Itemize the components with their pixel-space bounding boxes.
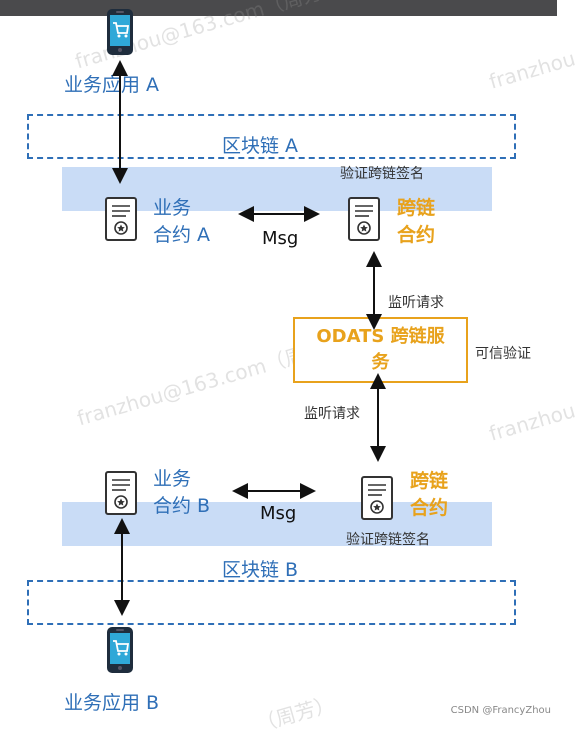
crosschain-contract-a-label: 跨链 合约 <box>397 195 435 249</box>
trusted-verification-label: 可信验证 <box>475 346 531 362</box>
phone-cart-icon <box>107 9 133 55</box>
contract-document-icon <box>105 197 137 241</box>
crosschain-contract-a-line1: 跨链 <box>397 197 436 219</box>
blockchain-a-label: 区块链 A <box>222 135 299 157</box>
footer-credit: CSDN @FrancyZhou <box>450 705 551 716</box>
contract-document-icon <box>361 476 393 520</box>
phone-cart-icon <box>107 627 133 673</box>
arrows-layer <box>112 60 386 616</box>
top-bar <box>0 0 557 16</box>
crosschain-contract-b-line1: 跨链 <box>410 470 449 492</box>
crosschain-contract-b-label: 跨链 合约 <box>410 468 448 522</box>
blockchain-b-box <box>27 580 516 625</box>
verify-signature-a-label: 验证跨链签名 <box>340 166 424 182</box>
odats-line2: 务 <box>371 352 390 373</box>
listen-request-b-label: 监听请求 <box>304 406 360 422</box>
app-b-label: 业务应用 B <box>64 692 160 714</box>
business-contract-a-line2: 合约 A <box>153 224 211 246</box>
listen-request-a-label: 监听请求 <box>388 295 444 311</box>
crosschain-contract-b-line2: 合约 <box>410 497 449 519</box>
business-contract-b-line1: 业务 <box>153 468 192 490</box>
contract-document-icon <box>105 471 137 515</box>
msg-a-label: Msg <box>262 228 299 249</box>
contract-document-icon <box>348 197 380 241</box>
business-contract-b-label: 业务 合约 B <box>153 466 210 520</box>
blockchain-a-box <box>27 114 516 159</box>
business-contract-a-line1: 业务 <box>153 197 192 219</box>
business-contract-a-label: 业务 合约 A <box>153 195 210 249</box>
verify-signature-b-label: 验证跨链签名 <box>346 532 430 548</box>
blockchain-b-label: 区块链 B <box>222 559 299 581</box>
msg-b-label: Msg <box>260 503 297 524</box>
odats-line1: ODATS 跨链服 <box>316 326 445 347</box>
business-contract-b-line2: 合约 B <box>153 495 211 517</box>
app-a-label: 业务应用 A <box>64 74 160 96</box>
crosschain-contract-a-line2: 合约 <box>397 224 436 246</box>
